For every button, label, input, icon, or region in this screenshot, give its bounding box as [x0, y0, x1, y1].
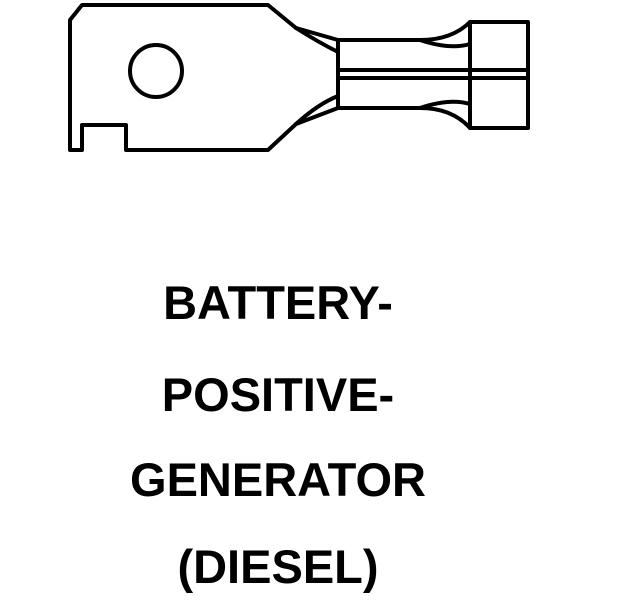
barrel-contour-upper [418, 38, 472, 49]
stud-hole [128, 43, 184, 99]
caption-line-1: BATTERY- [163, 276, 393, 329]
caption-line-4: (DIESEL) [177, 540, 379, 593]
caption-line-2: POSITIVE- [161, 368, 395, 421]
caption-line-3: GENERATOR [130, 453, 426, 506]
connector-terminal-drawing [68, 3, 530, 152]
crimp-barrel [336, 20, 530, 130]
barrel-contour-lower [418, 99, 472, 110]
flare-lines [294, 26, 340, 126]
terminal-tongue [68, 3, 340, 152]
